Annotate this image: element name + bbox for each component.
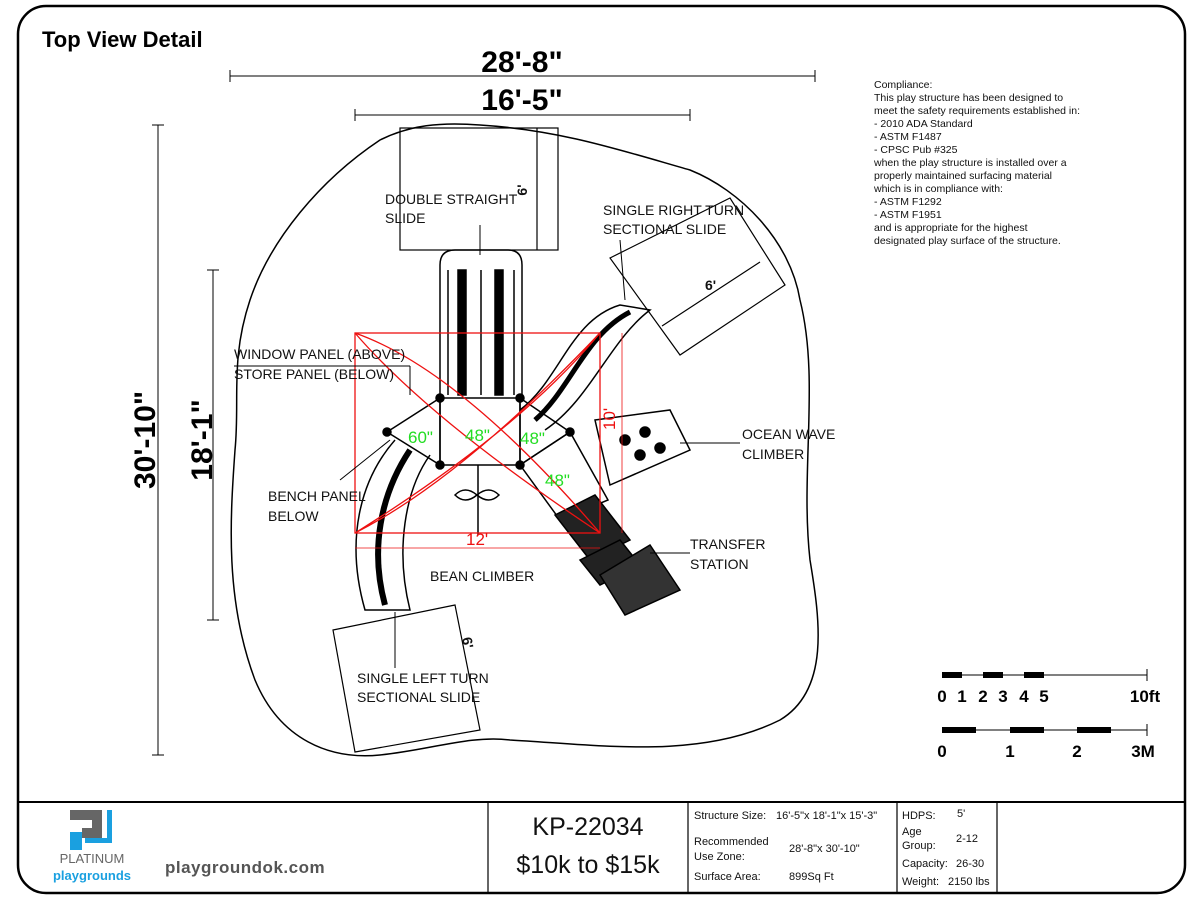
- label-single-left-turn: SINGLE LEFT TURN: [357, 670, 489, 686]
- label-bean-climber: BEAN CLIMBER: [430, 568, 534, 584]
- svg-text:designated play surface of the: designated play surface of the structure…: [874, 235, 1061, 247]
- svg-text:- ASTM F1292: - ASTM F1292: [874, 196, 942, 208]
- structure-length-dimension: 18'-1": [186, 399, 219, 480]
- deck-height-label: 48": [520, 429, 545, 448]
- ocean-wave-climber: [594, 409, 692, 487]
- scale-bar-metric: 0 1 2 3M: [937, 724, 1155, 761]
- svg-text:which is in compliance with:: which is in compliance with:: [873, 183, 1003, 195]
- use-zone-outline: [230, 123, 819, 757]
- svg-text:10ft: 10ft: [1130, 687, 1161, 706]
- dimension-lines: [152, 70, 816, 756]
- right-slide-clearance: 6': [705, 277, 716, 293]
- svg-text:properly maintained surfacing: properly maintained surfacing material: [874, 170, 1052, 182]
- price-range: $10k to $15k: [516, 851, 660, 879]
- overall-length-dimension: 30'-10": [129, 391, 162, 489]
- age-label: Group:: [902, 840, 936, 852]
- svg-text:- ASTM F1487: - ASTM F1487: [874, 131, 942, 143]
- label-window-panel: WINDOW PANEL (ABOVE): [234, 346, 405, 362]
- svg-text:3: 3: [998, 687, 1007, 706]
- structure-width-dimension: 16'-5": [481, 84, 562, 117]
- svg-text:5: 5: [1039, 687, 1048, 706]
- svg-text:0: 0: [937, 687, 946, 706]
- weight-label: Weight:: [902, 876, 940, 888]
- label-double-straight-slide: SLIDE: [385, 210, 425, 226]
- hdps-label: HDPS:: [902, 810, 936, 822]
- website-link[interactable]: playgroundok.com: [165, 858, 326, 877]
- svg-text:This play structure has been d: This play structure has been designed to: [874, 92, 1063, 104]
- page-title: Top View Detail: [42, 27, 203, 52]
- brand-name-bottom: playgrounds: [52, 868, 131, 883]
- svg-text:and is appropriate for the hig: and is appropriate for the highest: [874, 222, 1028, 234]
- label-single-right-turn: SINGLE RIGHT TURN: [603, 202, 744, 218]
- overall-width-dimension: 28'-8": [481, 46, 562, 79]
- age-value: 2-12: [956, 833, 979, 845]
- capacity-label: Capacity:: [902, 858, 948, 870]
- surface-area-value: 899Sq Ft: [789, 871, 834, 883]
- transfer-station: [553, 494, 682, 616]
- svg-text:3M: 3M: [1131, 742, 1155, 761]
- svg-text:1: 1: [1005, 742, 1014, 761]
- red-fall-zone: [354, 332, 623, 549]
- deck-structure: [382, 393, 610, 535]
- weight-value: 2150 lbs: [948, 876, 990, 888]
- right-turn-slide: [519, 304, 652, 431]
- use-zone-label: Recommended: [694, 836, 769, 848]
- label-window-panel: STORE PANEL (BELOW): [234, 366, 394, 382]
- deck-height-label: 60": [408, 428, 433, 447]
- surface-area-label: Surface Area:: [694, 871, 761, 883]
- label-single-left-turn: SECTIONAL SLIDE: [357, 689, 480, 705]
- model-number: KP-22034: [532, 813, 644, 841]
- brand-name-top: PLATINUM: [59, 851, 125, 866]
- title-block-grid: [487, 802, 998, 893]
- compliance-notes: Compliance: This play structure has been…: [873, 79, 1080, 247]
- label-double-straight-slide: DOUBLE STRAIGHT: [385, 191, 518, 207]
- platinum-logo-icon: [70, 810, 112, 850]
- label-ocean-wave: CLIMBER: [742, 446, 804, 462]
- label-transfer-station: STATION: [690, 556, 749, 572]
- fall-zone-width: 12': [466, 530, 488, 549]
- label-single-right-turn: SECTIONAL SLIDE: [603, 221, 726, 237]
- structure-size-label: Structure Size:: [694, 810, 767, 822]
- svg-text:meet the safety requirements e: meet the safety requirements established…: [874, 105, 1080, 117]
- use-zone-label: Use Zone:: [694, 851, 745, 863]
- svg-text:when the play structure is ins: when the play structure is installed ove…: [873, 157, 1067, 169]
- sheet-border: [16, 4, 1187, 895]
- label-transfer-station: TRANSFER: [690, 536, 765, 552]
- deck-height-label: 48": [545, 471, 570, 490]
- svg-text:- ASTM F1951: - ASTM F1951: [874, 209, 942, 221]
- svg-text:1: 1: [957, 687, 966, 706]
- double-straight-slide: [439, 249, 523, 396]
- leader-lines: [234, 225, 740, 668]
- label-ocean-wave: OCEAN WAVE: [742, 426, 835, 442]
- svg-text:2: 2: [978, 687, 987, 706]
- use-zone-value: 28'-8"x 30'-10": [789, 843, 860, 855]
- structure-size-value: 16'-5"x 18'-1"x 15'-3": [776, 810, 878, 822]
- top-slide-clearance: 6': [514, 184, 530, 195]
- age-label: Age: [902, 826, 922, 838]
- svg-text:- CPSC Pub #325: - CPSC Pub #325: [874, 144, 958, 156]
- fall-zone-depth: 10': [600, 408, 619, 430]
- svg-text:2: 2: [1072, 742, 1081, 761]
- svg-text:Compliance:: Compliance:: [874, 79, 932, 91]
- hdps-value: 5': [957, 808, 966, 820]
- capacity-value: 26-30: [956, 858, 985, 870]
- label-bench-panel: BELOW: [268, 508, 319, 524]
- svg-text:- 2010 ADA Standard: - 2010 ADA Standard: [874, 118, 973, 130]
- svg-text:0: 0: [937, 742, 946, 761]
- scale-bar-imperial: 0 1 2 3 4 5 10ft: [937, 669, 1160, 706]
- deck-height-label: 48": [465, 426, 490, 445]
- label-bench-panel: BENCH PANEL: [268, 488, 366, 504]
- svg-text:4: 4: [1019, 687, 1029, 706]
- left-slide-clearance: 6': [459, 636, 477, 650]
